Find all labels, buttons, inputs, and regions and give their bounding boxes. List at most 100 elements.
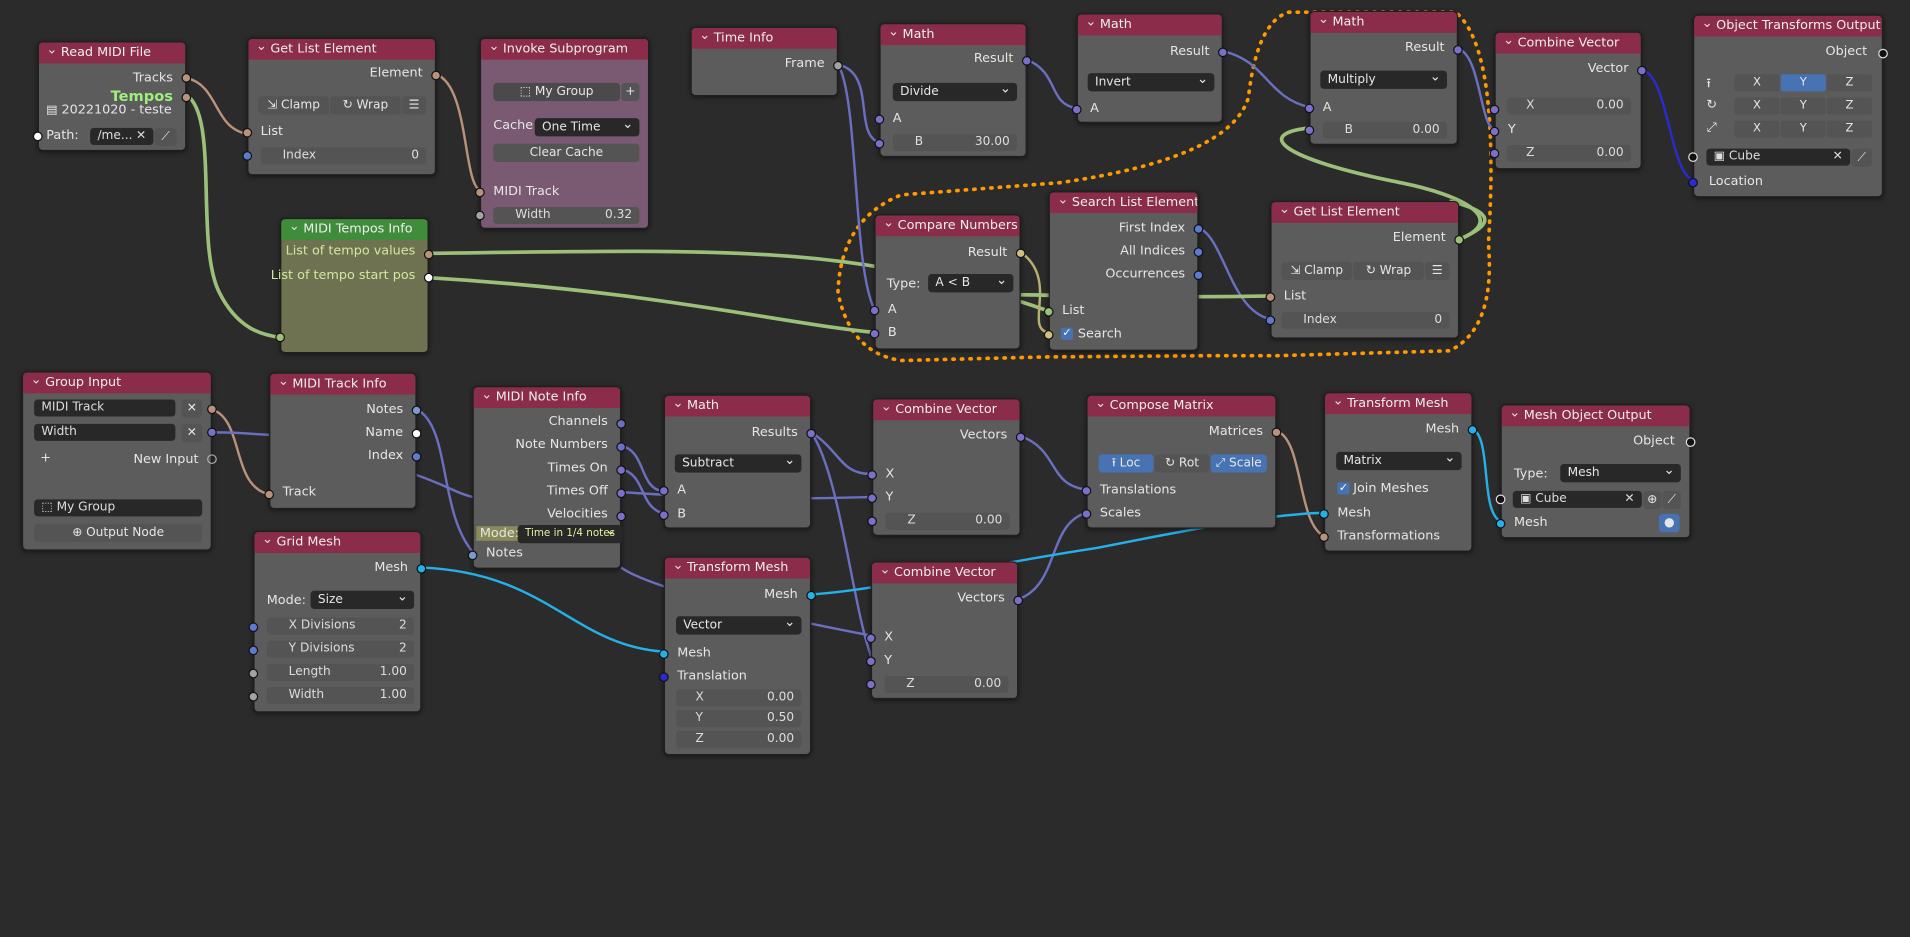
node-compare-numbers[interactable]: Compare Numbers Result Type: A < B A B bbox=[869, 214, 1026, 350]
remove-input-icon[interactable]: ✕ bbox=[181, 399, 203, 418]
node-header[interactable]: Math bbox=[880, 24, 1026, 46]
node-combine-vector[interactable]: Combine Vector Vector X0.00 Y Z0.00 bbox=[1489, 31, 1647, 170]
x-socket[interactable] bbox=[1489, 104, 1500, 115]
z-socket[interactable] bbox=[867, 516, 877, 527]
output-node-button[interactable]: ⊕Output Node bbox=[34, 523, 203, 543]
clear-icon[interactable]: ✕ bbox=[135, 129, 147, 143]
loc-x-toggle[interactable]: X bbox=[1734, 74, 1780, 92]
mesh-input-socket[interactable] bbox=[1319, 509, 1329, 519]
eyedropper-icon[interactable]: ⟋ bbox=[1662, 490, 1681, 510]
list-socket[interactable] bbox=[1043, 306, 1054, 317]
mesh-input-socket[interactable] bbox=[1495, 518, 1506, 529]
a-socket[interactable] bbox=[874, 114, 885, 125]
y-divisions-socket[interactable] bbox=[248, 645, 259, 656]
velocities-socket[interactable] bbox=[616, 511, 627, 522]
join-meshes-checkbox[interactable]: ✓ bbox=[1337, 482, 1350, 495]
node-header[interactable]: Combine Vector bbox=[872, 562, 1018, 584]
result-socket[interactable] bbox=[1453, 45, 1463, 55]
object-input-socket[interactable] bbox=[1688, 152, 1698, 162]
x-divisions-socket[interactable] bbox=[248, 622, 259, 633]
object-field[interactable]: ▣Cube✕ bbox=[1706, 148, 1851, 166]
loc-z-toggle[interactable]: Z bbox=[1827, 74, 1873, 92]
type-dropdown[interactable]: A < B bbox=[928, 270, 1014, 293]
clamp-button[interactable]: ⇲Clamp bbox=[258, 96, 329, 115]
b-socket[interactable] bbox=[874, 138, 885, 149]
node-header[interactable]: Compare Numbers bbox=[875, 215, 1020, 237]
list-order-icon[interactable]: ☰ bbox=[1425, 261, 1450, 281]
mesh-socket[interactable] bbox=[416, 563, 427, 574]
tempo-start-socket[interactable] bbox=[423, 272, 434, 283]
result-socket[interactable] bbox=[1021, 56, 1032, 66]
mesh-output-socket[interactable] bbox=[1467, 425, 1478, 435]
path-socket[interactable] bbox=[32, 131, 43, 142]
add-icon[interactable]: ⊕ bbox=[1643, 490, 1662, 510]
transformations-socket[interactable] bbox=[1319, 532, 1329, 543]
y-socket[interactable] bbox=[1489, 126, 1500, 137]
z-socket[interactable] bbox=[865, 679, 876, 690]
node-header[interactable]: Get List Element bbox=[1271, 202, 1458, 223]
type-dropdown[interactable]: Mesh bbox=[1560, 460, 1681, 483]
node-get-list-element[interactable]: Get List Element Element ⇲Clamp ↻Wrap ☰ … bbox=[1265, 200, 1465, 339]
index-socket[interactable] bbox=[1265, 315, 1276, 326]
mode-dropdown[interactable]: Time in 1/4 notes bbox=[517, 521, 623, 544]
node-header[interactable]: Math bbox=[665, 395, 810, 417]
scales-socket[interactable] bbox=[1081, 509, 1092, 519]
track-socket[interactable] bbox=[264, 489, 275, 500]
notes-socket[interactable] bbox=[411, 405, 422, 416]
operation-dropdown[interactable]: Subtract bbox=[674, 451, 802, 473]
node-read-midi-file[interactable]: Read MIDI File Tracks Tempos ▤20221020 -… bbox=[32, 41, 192, 152]
wrap-button[interactable]: ↻Wrap bbox=[330, 96, 401, 115]
vectors-socket[interactable] bbox=[1013, 595, 1024, 606]
path-field[interactable]: /me...✕ bbox=[90, 127, 154, 145]
group-selector[interactable]: ⬚My Group bbox=[493, 82, 620, 102]
clear-icon[interactable]: ✕ bbox=[1624, 492, 1635, 506]
scale-y-toggle[interactable]: Y bbox=[1780, 120, 1826, 138]
node-header[interactable]: Group Input bbox=[23, 372, 211, 394]
node-group-input[interactable]: Group Input MIDI Track ✕ Width ✕ + New I… bbox=[21, 371, 217, 551]
list-socket[interactable] bbox=[242, 127, 253, 138]
mesh-output-socket[interactable] bbox=[806, 590, 817, 601]
search-socket[interactable] bbox=[1043, 330, 1054, 340]
x-socket[interactable] bbox=[865, 633, 876, 644]
mesh-options-icon[interactable]: ● bbox=[1658, 513, 1680, 533]
node-combine-vector[interactable]: Combine Vector Vectors X Y Z0.00 bbox=[867, 398, 1026, 536]
notes-input-socket[interactable] bbox=[467, 550, 478, 561]
width-name-field[interactable]: Width bbox=[34, 423, 176, 441]
rot-z-toggle[interactable]: Z bbox=[1827, 97, 1873, 115]
scale-toggle[interactable]: ⤢Scale bbox=[1210, 454, 1267, 473]
node-transform-mesh[interactable]: Transform Mesh Mesh Vector Mesh Translat… bbox=[658, 556, 817, 756]
width-socket[interactable] bbox=[248, 691, 259, 702]
vectors-socket[interactable] bbox=[1015, 432, 1026, 443]
node-math-divide[interactable]: Math Result Divide A B30.00 bbox=[874, 23, 1032, 158]
channels-socket[interactable] bbox=[616, 418, 627, 429]
node-header[interactable]: Compose Matrix bbox=[1087, 395, 1276, 417]
node-midi-tempos-info[interactable]: MIDI Tempos Info List of tempo values Li… bbox=[271, 218, 434, 354]
element-socket[interactable] bbox=[1454, 235, 1465, 245]
tempos-input-socket[interactable] bbox=[275, 332, 286, 343]
node-math-invert[interactable]: Math Result Invert A bbox=[1071, 13, 1228, 124]
scale-x-toggle[interactable]: X bbox=[1734, 120, 1780, 138]
rot-y-toggle[interactable]: Y bbox=[1780, 97, 1826, 115]
translation-socket[interactable] bbox=[658, 672, 669, 683]
note-numbers-socket[interactable] bbox=[616, 442, 627, 452]
eyedropper-icon[interactable]: ⟋ bbox=[154, 127, 177, 147]
node-time-info[interactable]: Time Info Frame bbox=[690, 26, 843, 97]
first-index-socket[interactable] bbox=[1193, 224, 1204, 234]
mode-dropdown[interactable]: Matrix bbox=[1336, 448, 1462, 471]
z-socket[interactable] bbox=[1489, 148, 1500, 159]
group-field[interactable]: ⬚My Group bbox=[34, 499, 203, 517]
midi-track-name-field[interactable]: MIDI Track bbox=[34, 399, 176, 417]
a-socket[interactable] bbox=[869, 305, 880, 316]
node-header[interactable]: Math bbox=[1310, 12, 1457, 33]
node-header[interactable]: Read MIDI File bbox=[38, 42, 186, 64]
element-socket[interactable] bbox=[431, 70, 441, 81]
node-header[interactable]: Get List Element bbox=[248, 38, 435, 60]
node-midi-note-info[interactable]: MIDI Note Info Channels Note Numbers Tim… bbox=[467, 386, 627, 569]
